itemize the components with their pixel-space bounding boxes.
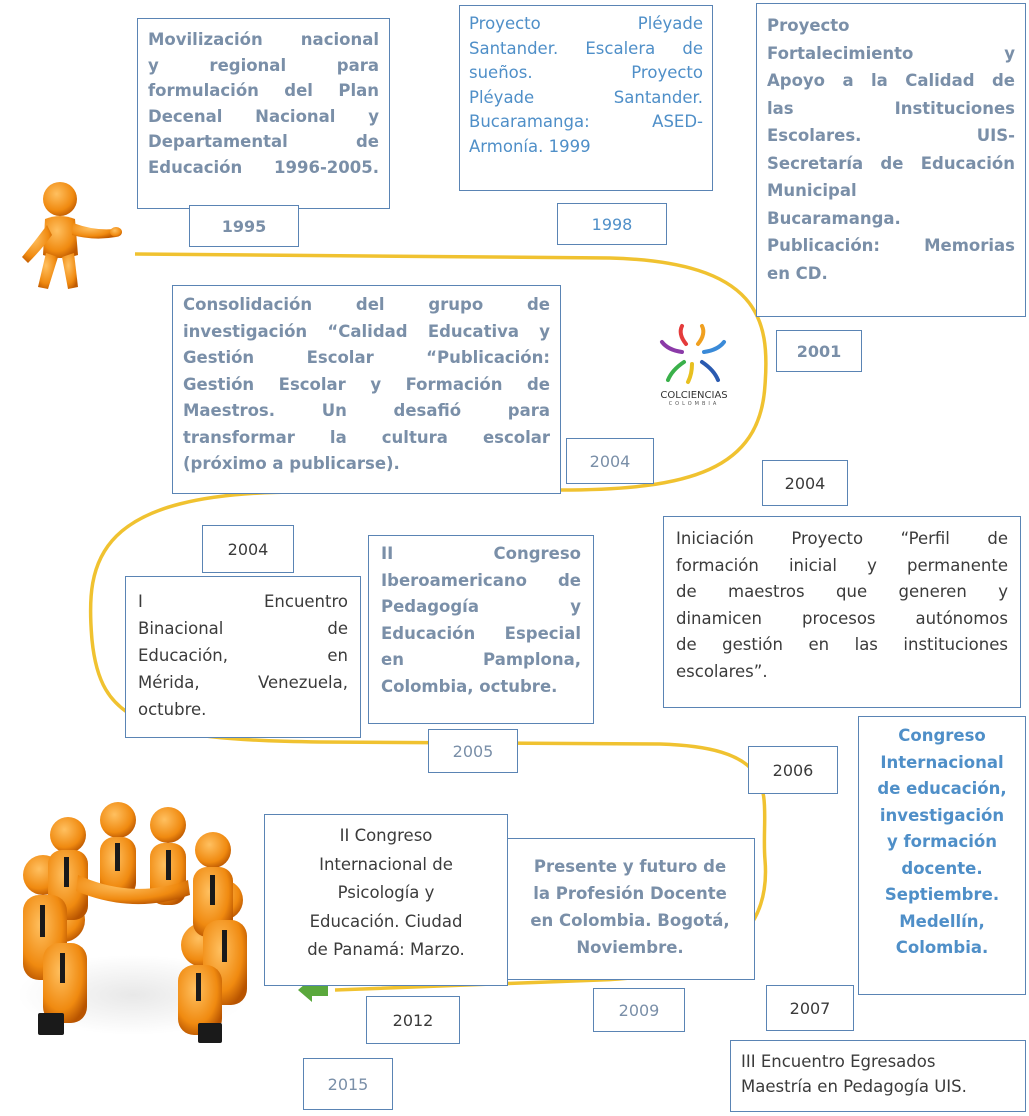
event-text-line: Municipal (767, 181, 857, 200)
timeline-curve (88, 252, 768, 992)
event-text-line: Noviembre. (576, 938, 684, 957)
event-text-line: Gestión Escolar “Publicación: (183, 348, 550, 367)
year-label-1995: 1995 (189, 205, 299, 247)
event-box-2004-research-group: Consolidación del grupo de investigación… (172, 285, 561, 494)
event-text-line: Armonía. 1999 (469, 136, 591, 156)
event-text-line: de Panamá: Marzo. (307, 940, 465, 959)
event-text-line: de maestros que generen y (676, 582, 1008, 601)
event-text-line: dinamicen procesos autónomos (676, 608, 1008, 628)
event-box-1998: Proyecto Pléyade Santander. Escalera de … (459, 5, 713, 191)
year-label-2009: 2009 (593, 988, 685, 1032)
logo-subtext: COLOMBIA (668, 401, 720, 407)
event-text-line: Pléyade Santander. (469, 87, 703, 107)
team-huddle-icon (18, 802, 248, 1043)
year-label-2007: 2007 (766, 985, 854, 1031)
event-text-line: Congreso (898, 726, 986, 745)
event-text-line: en Colombia. Bogotá, (530, 911, 730, 930)
logo-text: COLCIENCIAS (660, 390, 728, 401)
event-text-line: Internacional de (319, 854, 453, 874)
event-text-line: formulación del Plan (148, 81, 379, 100)
event-text-line: Educación 1996-2005. (148, 157, 379, 177)
event-text-line: II Congreso (339, 826, 433, 845)
event-box-2007: III Encuentro Egresados Maestría en Peda… (730, 1040, 1026, 1112)
year-label-2012: 2012 (366, 996, 460, 1044)
event-text-line: Presente y futuro de (533, 857, 727, 876)
event-text-line: Educación, en (138, 646, 348, 665)
event-text-line: Escolares. UIS- (767, 126, 1015, 145)
colciencias-logo: COLCIENCIAS COLOMBIA (648, 322, 740, 412)
event-text-line: Decenal Nacional y (148, 106, 379, 126)
year-label-2015: 2015 (303, 1058, 393, 1110)
year-label-2005: 2005 (428, 729, 518, 773)
event-box-2004-binational: I Encuentro Binacional de Educación, en … (125, 576, 361, 738)
event-text-line: Bucaramanga: ASED- (469, 112, 703, 131)
event-text-line: Departamental de (148, 132, 379, 151)
event-text-line: Santander. Escalera de (469, 38, 703, 58)
event-text-line: en CD. (767, 263, 828, 283)
event-text-line: formación inicial y permanente (676, 555, 1008, 575)
event-text-line: Educación Especial (381, 623, 581, 643)
event-text-line: sueños. Proyecto (469, 63, 703, 82)
event-text-line: las Instituciones (767, 98, 1015, 118)
event-box-2006: Congreso Internacional de educación, inv… (858, 716, 1026, 995)
event-text-line: docente. (901, 858, 983, 878)
event-text-line: Septiembre. (884, 885, 1000, 904)
event-text-line: Colombia, octubre. (381, 676, 558, 696)
event-text-line: Fortalecimiento y (767, 43, 1015, 63)
event-text-line: Internacional (880, 752, 1004, 772)
event-text-line: I Encuentro (138, 592, 348, 611)
event-text-line: Consolidación del grupo de (183, 295, 550, 314)
event-text-line: (próximo a publicarse). (183, 454, 400, 473)
event-text-line: de educación, (877, 779, 1007, 798)
event-text-line: Mérida, Venezuela, (138, 673, 348, 692)
event-text-line: Movilización nacional (148, 30, 379, 49)
event-box-1995: Movilización nacional y regional para fo… (137, 18, 390, 209)
event-box-2005: II Congreso Iberoamericano de Pedagogía … (368, 535, 594, 724)
event-box-2004-profile-project: Iniciación Proyecto “Perfil de formación… (663, 516, 1021, 708)
year-label-2004-profile-project: 2004 (762, 460, 848, 506)
event-text-line: Publicación: Memorias (767, 236, 1015, 255)
event-text-line: II Congreso (381, 544, 581, 563)
event-text-line: Gestión Escolar y Formación de (183, 374, 550, 394)
event-text-line: investigación (879, 805, 1005, 825)
event-text-line: de gestión en las instituciones (676, 635, 1008, 654)
event-text-line: Maestría en Pedagogía UIS. (741, 1077, 967, 1096)
event-text-line: octubre. (138, 700, 207, 719)
year-label-2001: 2001 (776, 330, 862, 372)
event-text-line: y formación (887, 832, 997, 851)
event-text-line: Bucaramanga. (767, 208, 901, 228)
event-text-line: Iniciación Proyecto “Perfil de (676, 529, 1008, 548)
year-label-2004-research-group: 2004 (566, 438, 654, 484)
event-text-line: Binacional de (138, 619, 348, 638)
year-label-2006: 2006 (748, 746, 838, 794)
event-text-line: escolares”. (676, 661, 768, 681)
event-text-line: Medellín, (899, 911, 985, 931)
event-text-line: Secretaría de Educación (767, 153, 1015, 173)
presenter-figure-icon (22, 182, 122, 289)
year-label-2004-binational: 2004 (202, 525, 294, 573)
event-text-line: Colombia. (895, 938, 989, 957)
event-text-line: en Pamplona, (381, 650, 581, 669)
colciencias-emblem-icon (660, 324, 726, 384)
event-text-line: Proyecto Pléyade (469, 14, 703, 33)
event-text-line: Proyecto (767, 16, 850, 35)
event-text-line: Psicología y (337, 883, 435, 902)
year-label-1998: 1998 (557, 203, 667, 245)
event-text-line: Iberoamericano de (381, 570, 581, 590)
event-text-line: Apoyo a la Calidad de (767, 71, 1015, 90)
event-text-line: Maestros. Un desafió para (183, 401, 550, 420)
event-text-line: III Encuentro Egresados (741, 1052, 936, 1071)
event-text-line: transformar la cultura escolar (183, 427, 550, 447)
event-box-2001: Proyecto Fortalecimiento y Apoyo a la Ca… (756, 3, 1026, 317)
event-text-line: Pedagogía y (381, 597, 581, 616)
event-text-line: la Profesión Docente (533, 884, 727, 903)
event-text-line: y regional para (148, 55, 379, 75)
event-box-2012: II Congreso Internacional de Psicología … (264, 814, 508, 986)
event-text-line: investigación “Calidad Educativa y (183, 321, 550, 341)
event-text-line: Educación. Ciudad (309, 911, 463, 931)
event-box-2009: Presente y futuro de la Profesión Docent… (505, 838, 755, 980)
